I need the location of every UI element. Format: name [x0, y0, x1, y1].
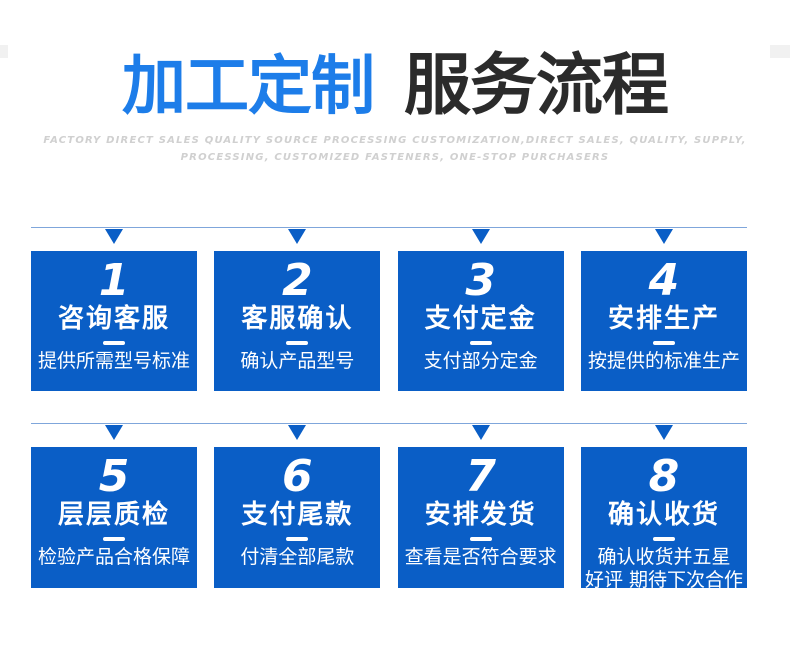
- step-title: 层层质检: [57, 500, 170, 530]
- divider-dash: [469, 341, 492, 345]
- divider-dash: [286, 341, 309, 345]
- step-row-1: 1 咨询客服 提供所需型号标准 2 客服确认 确认产品型号 3 支付定金 支付部…: [31, 251, 747, 391]
- step-box-5: 5 层层质检 检验产品合格保障: [31, 447, 197, 588]
- arrow-down-icon: [472, 229, 490, 244]
- title-highlight: 加工定制: [122, 50, 375, 124]
- step-desc: 确认收货并五星: [597, 546, 731, 568]
- step-number: 1: [98, 255, 130, 306]
- step-box-4: 4 安排生产 按提供的标准生产: [580, 251, 747, 391]
- step-title: 确认收货: [607, 500, 720, 530]
- arrow-down-icon: [472, 425, 490, 440]
- step-number: 4: [648, 255, 680, 306]
- step-box-6: 6 支付尾款 付清全部尾款: [214, 447, 381, 588]
- step-desc: 确认产品型号: [240, 350, 355, 372]
- divider-dash: [286, 537, 309, 541]
- arrow-down-icon: [105, 425, 123, 440]
- divider-dash: [103, 537, 125, 541]
- arrow-down-icon: [288, 425, 306, 440]
- subtitle-line2: PROCESSING, CUSTOMIZED FASTENERS, ONE-ST…: [180, 152, 610, 163]
- divider-dash: [103, 341, 125, 345]
- divider-dash: [469, 537, 492, 541]
- step-number: 3: [465, 255, 496, 306]
- header: 加工定制 服务流程 FACTORY DIRECT SALES QUALITY S…: [0, 45, 790, 166]
- arrow-down-icon: [288, 229, 306, 244]
- step-title: 支付定金: [424, 304, 537, 334]
- page-corner-fragment-right: [770, 45, 790, 58]
- step-desc: 检验产品合格保障: [37, 546, 190, 568]
- step-desc: 按提供的标准生产: [587, 350, 740, 372]
- step-desc: 支付部分定金: [423, 350, 538, 372]
- step-box-2: 2 客服确认 确认产品型号: [214, 251, 381, 391]
- step-desc: 付清全部尾款: [240, 546, 355, 568]
- step-title: 安排发货: [424, 500, 537, 530]
- step-title: 安排生产: [607, 304, 720, 334]
- page-title: 加工定制 服务流程: [0, 45, 790, 127]
- step-title: 支付尾款: [241, 500, 354, 530]
- step-box-1: 1 咨询客服 提供所需型号标准: [31, 251, 197, 391]
- arrow-down-icon: [655, 229, 673, 244]
- step-number: 5: [98, 451, 130, 502]
- step-number: 2: [282, 255, 313, 306]
- subtitle-line1: FACTORY DIRECT SALES QUALITY SOURCE PROC…: [43, 135, 747, 146]
- divider-dash: [652, 341, 675, 345]
- step-row-2: 5 层层质检 检验产品合格保障 6 支付尾款 付清全部尾款 7 安排发货 查看是…: [31, 447, 747, 588]
- step-title: 客服确认: [241, 304, 354, 334]
- step-box-8: 8 确认收货 确认收货并五星 好评 期待下次合作: [580, 447, 747, 588]
- step-box-7: 7 安排发货 查看是否符合要求: [397, 447, 564, 588]
- step-number: 8: [648, 451, 680, 502]
- step-title: 咨询客服: [57, 304, 170, 334]
- step-box-3: 3 支付定金 支付部分定金: [397, 251, 564, 391]
- flow-connector-row2: [31, 423, 747, 447]
- step-number: 6: [282, 451, 313, 502]
- subtitle: FACTORY DIRECT SALES QUALITY SOURCE PROC…: [0, 132, 790, 166]
- arrow-down-icon: [105, 229, 123, 244]
- step-number: 7: [465, 451, 496, 502]
- flow-connector-row1: [31, 227, 747, 251]
- step-desc-line2: 好评 期待下次合作: [584, 569, 743, 588]
- step-desc: 查看是否符合要求: [404, 546, 557, 568]
- divider-dash: [652, 537, 675, 541]
- step-desc: 提供所需型号标准: [37, 350, 190, 372]
- page-corner-fragment-left: [0, 45, 8, 58]
- title-rest: 服务流程: [404, 46, 669, 124]
- arrow-down-icon: [655, 425, 673, 440]
